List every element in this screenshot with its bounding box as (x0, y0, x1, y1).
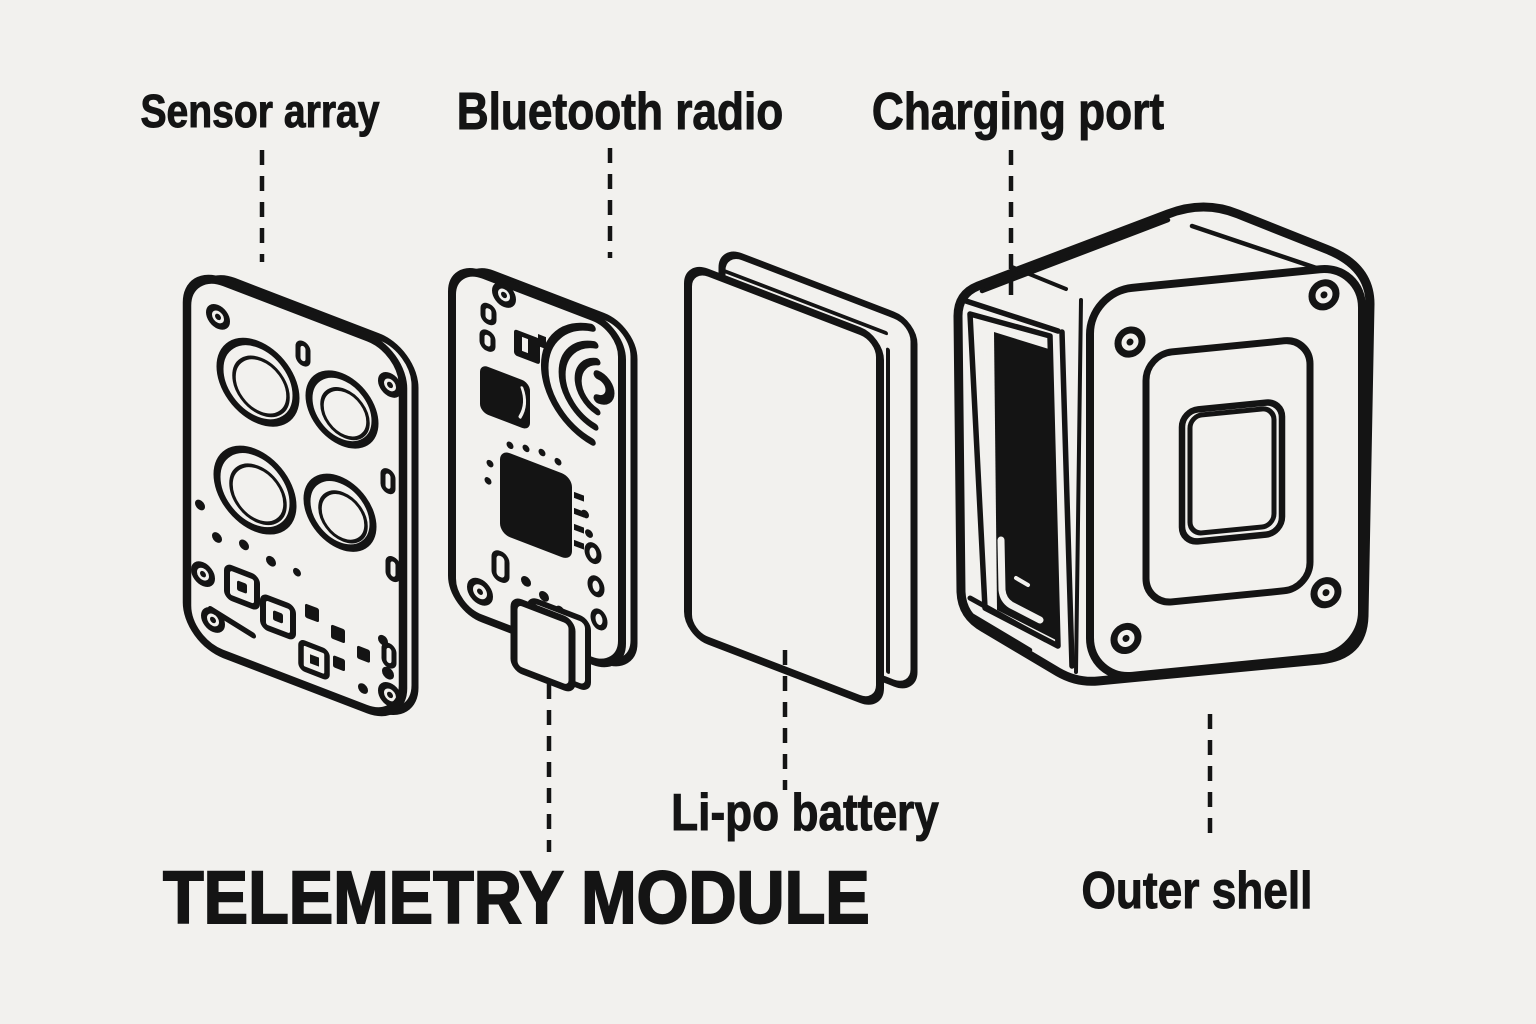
sensor-screw-holes (201, 304, 402, 708)
outer-shell-label: Outer shell (1081, 862, 1313, 920)
top-left-edge (963, 298, 1061, 334)
shell-raised-plate (1142, 337, 1314, 606)
shell-recess-outer (1178, 399, 1286, 545)
pad (480, 302, 497, 326)
charging-port (960, 311, 1061, 653)
shell-screw-holes (1110, 279, 1342, 655)
sensor-lenses (213, 337, 379, 552)
charging-port-label: Charging port (871, 83, 1165, 141)
shell-front-face (1086, 265, 1366, 681)
lipo-battery-label: Li-po battery (671, 784, 940, 842)
charging-port-opening (994, 332, 1056, 640)
sensor-component-pads (191, 499, 394, 694)
small-component (514, 329, 546, 364)
lipo-battery (684, 251, 918, 705)
battery-face (684, 266, 884, 705)
battery-top-seam (722, 268, 888, 336)
sensor-array-board (182, 274, 419, 717)
bluetooth-screw-holes (467, 282, 516, 606)
shield-component (480, 366, 530, 429)
outer-shell (953, 202, 1375, 686)
bluetooth-radio-board (448, 268, 638, 692)
diagram-title: TELEMETRY MODULE (162, 856, 871, 939)
leader-lines (259, 148, 1213, 852)
sensor-array-label: Sensor array (140, 85, 380, 137)
edge-pads (581, 509, 608, 631)
bluetooth-radio-label: Bluetooth radio (456, 83, 784, 141)
charging-port-mark (1010, 265, 1068, 291)
top-chamfer-line (979, 217, 1171, 294)
usb-connector (510, 598, 591, 692)
pad (479, 329, 496, 352)
sensor-board-slots (295, 340, 401, 669)
shell-recess-inner (1187, 406, 1277, 536)
slot (491, 550, 510, 583)
antenna-waves-icon (540, 322, 615, 446)
mcu-chip (484, 441, 584, 558)
shell-inner-edge (1059, 329, 1075, 669)
shell-inner-edge (1074, 298, 1083, 674)
